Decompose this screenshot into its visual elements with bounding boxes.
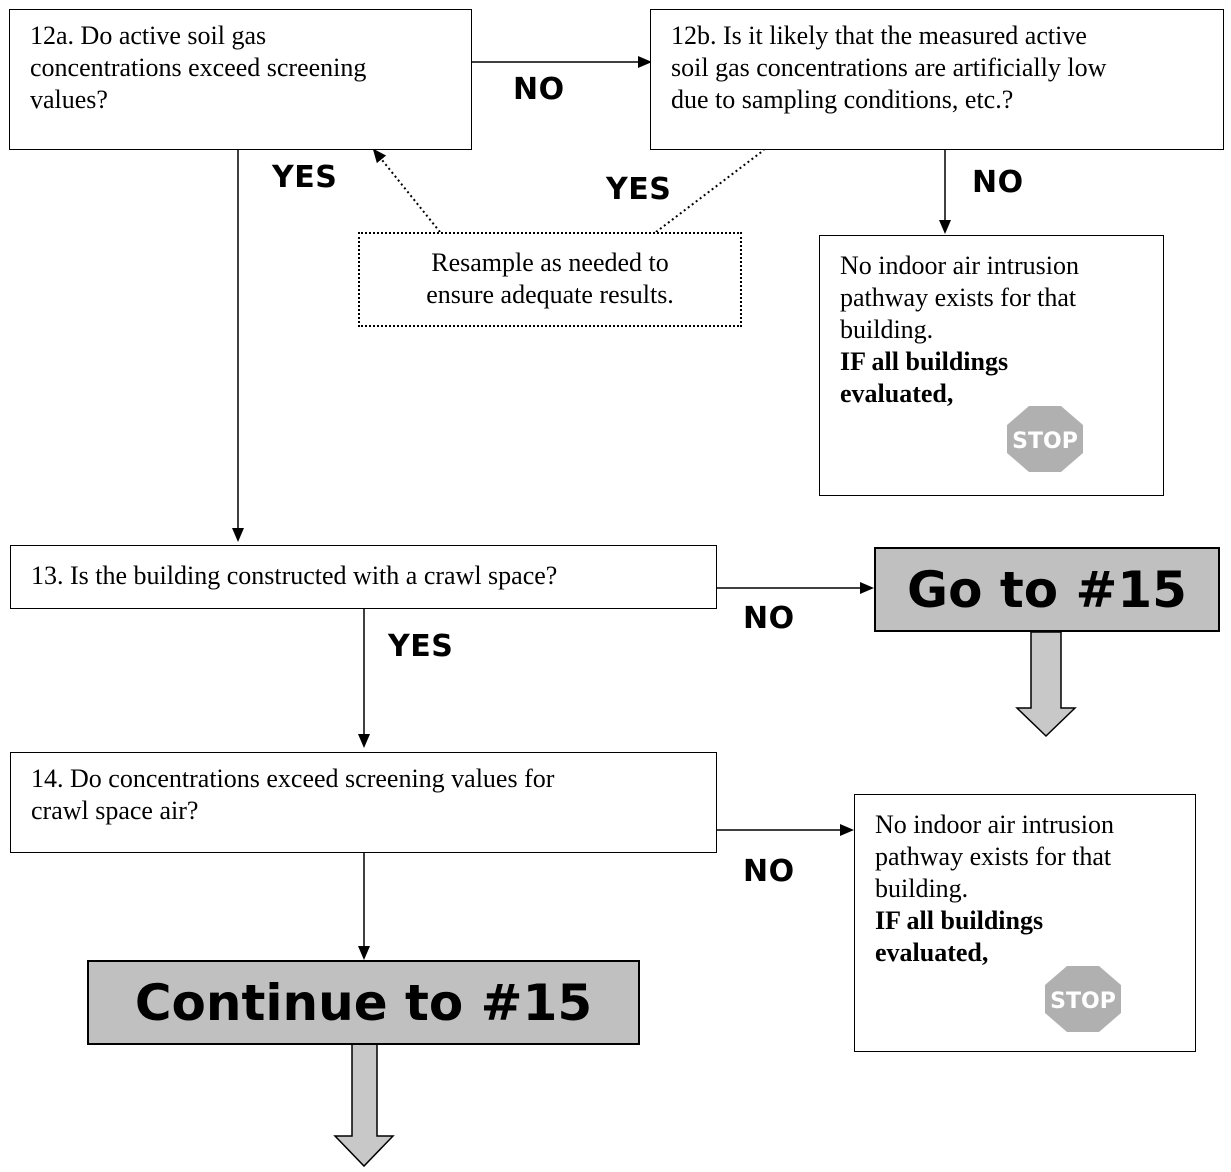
label-yes-12b: YES: [606, 172, 672, 207]
q14-line-2: crawl space air?: [31, 796, 199, 825]
no-pathway-box-1: No indoor air intrusion pathway exists f…: [819, 235, 1164, 496]
question-12a-box: 12a. Do active soil gas concentrations e…: [9, 9, 472, 150]
q12b-line-3: due to sampling conditions, etc.?: [671, 85, 1014, 114]
stop-sign-text-1: STOP: [1012, 429, 1078, 454]
question-13-box: 13. Is the building constructed with a c…: [10, 545, 717, 609]
nopath2-bold-1: IF all buildings: [875, 906, 1044, 935]
q12a-line-2: concentrations exceed screening: [30, 53, 367, 82]
stop-sign-text-2: STOP: [1050, 989, 1116, 1014]
nopath1-line-2: pathway exists for that: [840, 283, 1077, 312]
q12b-line-2: soil gas concentrations are artificially…: [671, 53, 1107, 82]
nopath1-line-1: No indoor air intrusion: [840, 251, 1080, 280]
nopath1-line-3: building.: [840, 315, 934, 344]
nopath2-line-2: pathway exists for that: [875, 842, 1112, 871]
q12b-line-1: 12b. Is it likely that the measured acti…: [671, 21, 1087, 50]
block-arrow-go15: [1015, 631, 1077, 738]
go-to-15-text: Go to #15: [907, 561, 1187, 619]
continue-to-15-box: Continue to #15: [87, 960, 640, 1045]
block-arrow-continue: [333, 1043, 395, 1168]
stop-sign-icon: STOP: [1007, 406, 1083, 472]
label-no-12a: NO: [513, 72, 565, 107]
dotted-resample-to-12b: [655, 149, 765, 233]
continue-to-15-text: Continue to #15: [134, 974, 593, 1032]
q12a-line-3: values?: [30, 85, 108, 114]
label-no-13: NO: [743, 601, 795, 636]
nopath1-bold-2: evaluated,: [840, 379, 954, 408]
q14-line-1: 14. Do concentrations exceed screening v…: [31, 764, 555, 793]
resample-line-1: Resample as needed to: [431, 248, 669, 277]
dotted-resample-to-12a: [372, 148, 441, 233]
resample-box: Resample as needed to ensure adequate re…: [358, 232, 742, 327]
resample-line-2: ensure adequate results.: [426, 280, 674, 309]
question-14-box: 14. Do concentrations exceed screening v…: [10, 752, 717, 853]
label-no-12b: NO: [972, 165, 1024, 200]
label-yes-12a: YES: [272, 160, 338, 195]
nopath1-bold-1: IF all buildings: [840, 347, 1009, 376]
q12a-line-1: 12a. Do active soil gas: [30, 21, 267, 50]
go-to-15-box: Go to #15: [874, 547, 1220, 632]
label-yes-13: YES: [388, 629, 454, 664]
question-12b-box: 12b. Is it likely that the measured acti…: [650, 9, 1224, 150]
label-no-14: NO: [743, 854, 795, 889]
stop-sign-icon: STOP: [1045, 966, 1121, 1032]
nopath2-line-3: building.: [875, 874, 969, 903]
nopath2-bold-2: evaluated,: [875, 938, 989, 967]
nopath2-line-1: No indoor air intrusion: [875, 810, 1115, 839]
no-pathway-box-2: No indoor air intrusion pathway exists f…: [854, 794, 1196, 1052]
q13-text: 13. Is the building constructed with a c…: [31, 561, 558, 590]
